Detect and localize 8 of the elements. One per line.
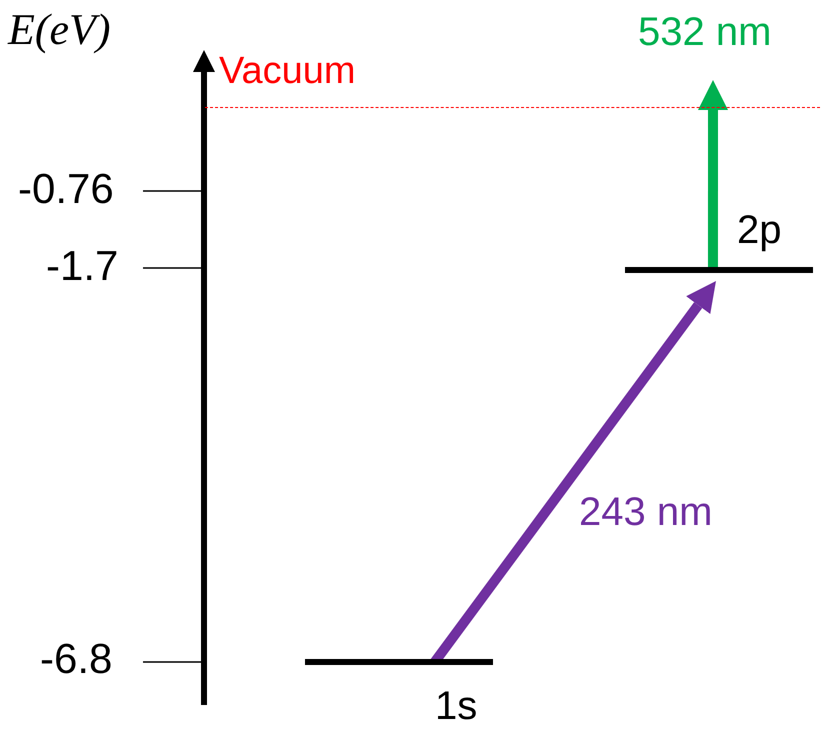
tick-label: -1.7 bbox=[46, 245, 118, 287]
tick-label: -0.76 bbox=[18, 168, 114, 210]
tick-label: -6.8 bbox=[40, 638, 112, 680]
level-label: 1s bbox=[435, 686, 478, 726]
level-label: Vacuum bbox=[219, 52, 356, 90]
level-label: 2p bbox=[737, 210, 782, 250]
transition-arrow bbox=[698, 80, 728, 267]
axis-title: E(eV) bbox=[8, 8, 111, 52]
